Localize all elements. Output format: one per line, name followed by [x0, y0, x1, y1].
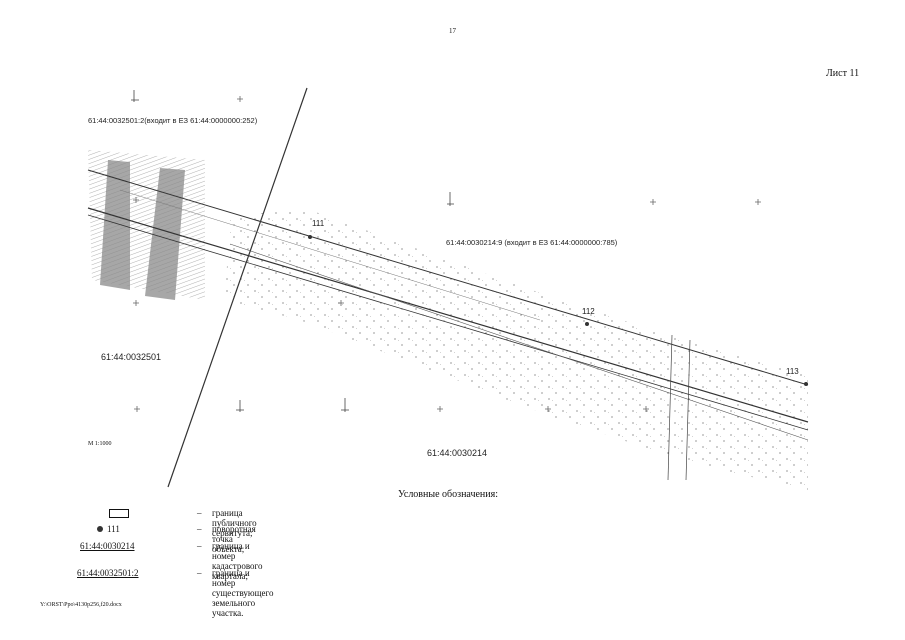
legend-text: граница и номер кадастрового квартала;: [212, 541, 263, 581]
legend-parcel-code: 61:44:0032501:2: [77, 568, 139, 578]
corridor-line-4: [229, 243, 809, 441]
point-label-111: 111: [312, 219, 325, 228]
legend-dash: –: [197, 568, 202, 578]
legend-title: Условные обозначения:: [398, 489, 499, 500]
corridor-line-1: [87, 169, 809, 386]
gray-band-2: [145, 168, 185, 300]
legend-dash: –: [197, 541, 202, 551]
legend-dash: –: [197, 508, 202, 518]
turning-point-112: [585, 322, 589, 326]
servitude-boundary-symbol: [109, 509, 129, 518]
corridor-line-3: [87, 214, 809, 431]
right-vertical-1: [667, 334, 673, 481]
sheet-label: Лист 11: [826, 68, 860, 79]
grid-crosses: [133, 96, 761, 412]
legend-quarter-code: 61:44:0030214: [80, 541, 135, 551]
parcel-label-mid: 61:44:0030214:9 (входит в ЕЗ 61:44:00000…: [446, 238, 618, 247]
legend-text: граница и номер существующего земельного…: [212, 568, 274, 618]
turning-point-icon: [97, 526, 103, 532]
turning-point-113: [804, 382, 808, 386]
legend-point-number: 111: [107, 524, 120, 534]
survey-markers: [131, 90, 454, 412]
scale-label: М 1:1000: [88, 441, 112, 447]
legend-dash: –: [197, 524, 202, 534]
corridor-line-5: [119, 189, 541, 321]
corridor-line-2: [87, 207, 809, 423]
turning-point-111: [308, 235, 312, 239]
point-label-113: 113: [786, 367, 799, 376]
point-label-112: 112: [582, 307, 595, 316]
quarter-label-left: 61:44:0032501: [101, 352, 161, 362]
legend-text: граница публичного сервитута;: [212, 508, 257, 538]
gray-band-1: [100, 160, 130, 290]
right-vertical-2: [685, 339, 691, 481]
servitude-area: [225, 210, 808, 490]
footer-file-path: Y:\ORST\Ppo\4130p256,f20.docx: [40, 602, 122, 608]
parcel-label-top: 61:44:0032501:2(входит в ЕЗ 61:44:000000…: [88, 116, 258, 125]
page-number: 17: [449, 27, 456, 35]
quarter-boundary-line: [167, 87, 308, 488]
quarter-label-bottom: 61:44:0030214: [427, 448, 487, 458]
legend-text: поворотная точка объекта;: [212, 524, 256, 554]
